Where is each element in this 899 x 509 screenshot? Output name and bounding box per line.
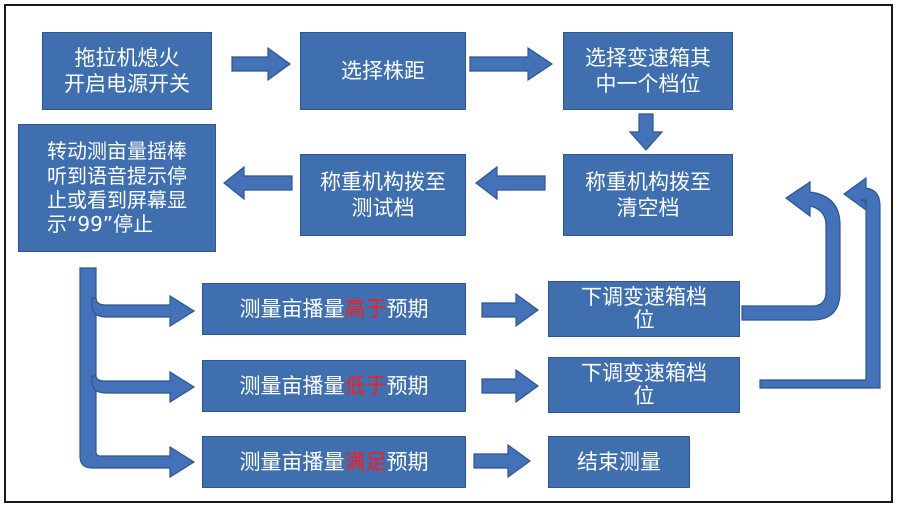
step-weigh-clear-label: 称重机构拨至 清空档 — [585, 169, 711, 220]
step-adjust-down-2-label: 下调变速箱档 位 — [581, 360, 707, 408]
arrow-lower-to-adjust2 — [481, 368, 540, 404]
arrow-clear-to-test — [475, 165, 546, 201]
step-select-spacing: 选择株距 — [300, 32, 466, 110]
condition-meet-keyword: 满足 — [344, 449, 387, 474]
arrow-start-to-spacing — [231, 46, 292, 82]
loop-adjust1-return — [741, 180, 841, 321]
arrow-meet-to-finish — [473, 443, 532, 479]
step-adjust-down-1-label: 下调变速箱档 位 — [581, 284, 707, 332]
step-weigh-test: 称重机构拨至 测试档 — [300, 154, 466, 236]
branch-to-lower — [91, 370, 196, 404]
condition-lower-prefix: 测量亩播量 — [239, 373, 345, 398]
step-adjust-down-2: 下调变速箱档 位 — [548, 357, 740, 413]
step-weigh-test-label: 称重机构拨至 测试档 — [320, 169, 446, 220]
arrow-test-to-rotate — [223, 165, 293, 201]
step-start-label: 拖拉机熄火 开启电源开关 — [64, 45, 190, 96]
step-finish-label: 结束测量 — [577, 449, 661, 474]
condition-lower-text: 测量亩播量低于预期 — [240, 373, 429, 399]
step-select-gear: 选择变速箱其 中一个档位 — [563, 32, 733, 110]
condition-lower-keyword: 低于 — [344, 373, 387, 398]
step-rotate-crank-label: 转动测亩量摇棒 听到语音提示停 止或看到屏幕显 示“99”停止 — [47, 139, 187, 237]
condition-higher-text: 测量亩播量高于预期 — [240, 296, 429, 322]
step-finish: 结束测量 — [548, 436, 690, 488]
condition-meet: 测量亩播量满足预期 — [202, 436, 466, 488]
condition-lower-suffix: 预期 — [386, 373, 429, 398]
arrow-gear-to-clear — [628, 113, 664, 151]
condition-meet-suffix: 预期 — [386, 449, 429, 474]
trunk-rotate-branch — [79, 267, 196, 479]
step-weigh-clear: 称重机构拨至 清空档 — [563, 154, 733, 236]
step-select-gear-label: 选择变速箱其 中一个档位 — [585, 45, 711, 96]
arrow-spacing-to-gear — [469, 46, 554, 82]
step-start: 拖拉机熄火 开启电源开关 — [42, 32, 212, 110]
condition-meet-prefix: 测量亩播量 — [239, 449, 345, 474]
step-adjust-down-1: 下调变速箱档 位 — [548, 281, 740, 337]
condition-higher-suffix: 预期 — [386, 296, 429, 321]
condition-higher: 测量亩播量高于预期 — [202, 283, 466, 335]
step-select-spacing-label: 选择株距 — [341, 58, 425, 83]
branch-to-higher — [91, 294, 196, 328]
condition-lower: 测量亩播量低于预期 — [202, 360, 466, 412]
condition-higher-prefix: 测量亩播量 — [239, 296, 345, 321]
condition-meet-text: 测量亩播量满足预期 — [240, 449, 429, 475]
step-rotate-crank: 转动测亩量摇棒 听到语音提示停 止或看到屏幕显 示“99”停止 — [18, 124, 216, 252]
loop-adjust2-return — [759, 176, 881, 389]
arrow-higher-to-adjust1 — [481, 292, 540, 328]
condition-higher-keyword: 高于 — [344, 296, 387, 321]
